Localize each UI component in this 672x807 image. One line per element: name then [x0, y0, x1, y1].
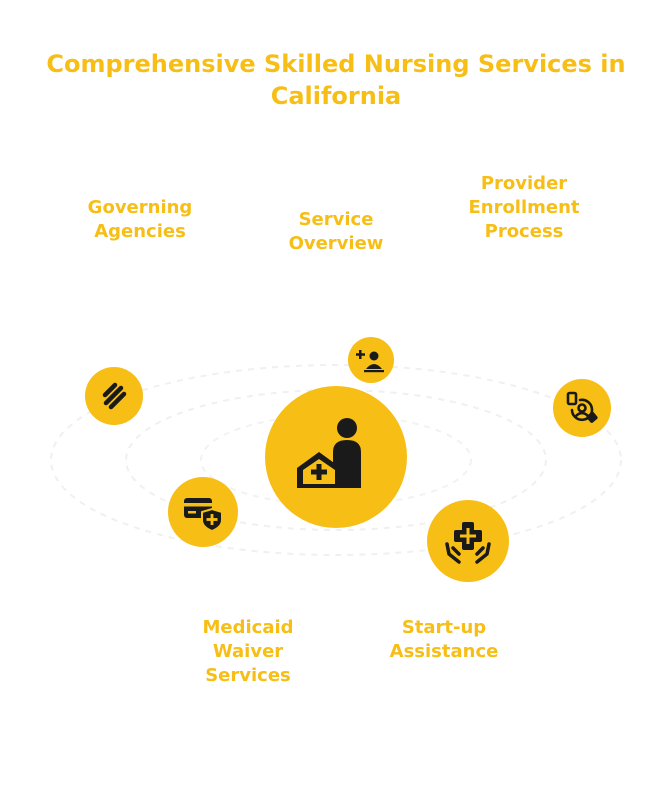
circle-medicaid-waiver	[168, 477, 238, 547]
circle-startup-assistance	[427, 500, 509, 582]
label-startup-assistance: Start-up Assistance	[389, 617, 499, 662]
home-care-icon	[297, 418, 361, 488]
page-title: Comprehensive Skilled Nursing Services i…	[46, 50, 626, 110]
label-medicaid-waiver: Medicaid Waiver Services	[202, 617, 294, 686]
card-plus-icon	[184, 498, 223, 533]
enrollment-icon	[566, 391, 598, 423]
label-governing-agencies: Governing Agencies	[87, 197, 193, 242]
hands-cross-icon	[445, 522, 491, 564]
nurse-add-icon	[356, 350, 384, 373]
circle-governing-agencies	[85, 367, 143, 425]
outer-orbit	[50, 364, 622, 556]
inner-orbit	[200, 414, 472, 506]
center-circle	[265, 386, 407, 528]
circle-service-overview	[348, 337, 394, 383]
stripes-icon	[102, 382, 127, 410]
label-service-overview: Service Overview	[288, 209, 384, 254]
circle-provider-enrollment	[553, 379, 611, 437]
label-provider-enrollment: Provider Enrollment Process	[468, 173, 580, 242]
